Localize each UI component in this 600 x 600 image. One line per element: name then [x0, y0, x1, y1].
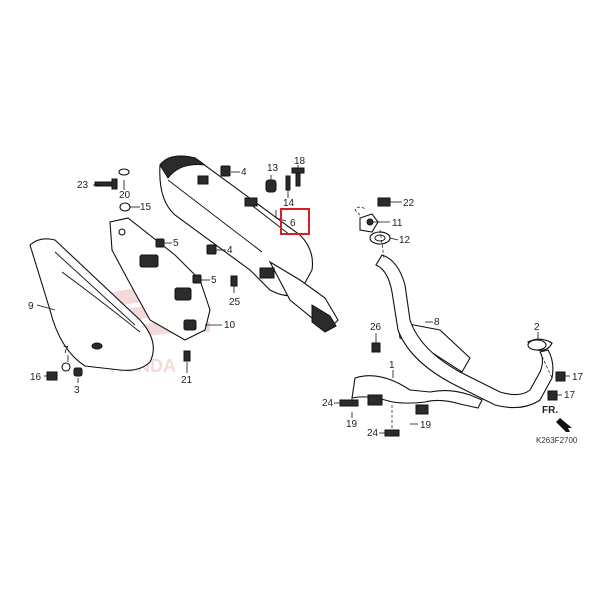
callout-4: 4	[241, 167, 247, 178]
alignment-lines	[351, 206, 553, 430]
washer-7[interactable]	[61, 362, 71, 372]
callout-25: 25	[229, 297, 241, 308]
callout-26: 26	[370, 322, 382, 333]
callout-23: 23	[77, 180, 89, 191]
exhaust-pipe[interactable]	[351, 254, 554, 415]
callout-10: 10	[224, 320, 236, 331]
callout-19a: 19	[346, 419, 358, 430]
callout-15: 15	[140, 202, 152, 213]
callout-22: 22	[403, 198, 415, 209]
callout-16: 16	[30, 372, 42, 383]
bolt-24b[interactable]	[384, 429, 400, 437]
callout-24b: 24	[367, 428, 379, 439]
bolt-16[interactable]	[46, 371, 58, 381]
callout-19b: 19	[420, 420, 432, 431]
callout-17a: 17	[572, 372, 584, 383]
callout-9: 9	[28, 301, 34, 312]
leader-lines	[36, 165, 570, 434]
bolt-21[interactable]	[183, 350, 191, 362]
callout-3: 3	[74, 385, 80, 396]
callout-21: 21	[181, 375, 193, 386]
callout-6: 6	[290, 218, 296, 229]
exhaust-collar[interactable]	[369, 231, 391, 245]
nut-17a[interactable]	[555, 371, 566, 382]
callout-20: 20	[119, 190, 131, 201]
bolt-22[interactable]	[377, 197, 391, 207]
collar-15[interactable]	[119, 202, 131, 212]
gasket-2[interactable]	[527, 339, 547, 351]
callout-4b: 4	[227, 245, 233, 256]
bolt-18[interactable]	[291, 167, 305, 187]
bolt-23[interactable]	[94, 178, 118, 190]
direction-arrow-icon	[556, 418, 572, 432]
callout-5b: 5	[211, 275, 217, 286]
bolt-24a[interactable]	[339, 399, 359, 407]
muffler[interactable]	[159, 155, 339, 333]
callout-12: 12	[399, 235, 411, 246]
bolt-26[interactable]	[371, 342, 381, 353]
nut-17b[interactable]	[547, 390, 558, 401]
callout-18: 18	[294, 156, 306, 167]
front-direction-label: FR.	[542, 405, 558, 416]
heat-shield-cover[interactable]	[29, 238, 154, 371]
callout-14: 14	[283, 198, 295, 209]
callout-17b: 17	[564, 390, 576, 401]
nut-5b[interactable]	[192, 274, 202, 284]
callout-24a: 24	[322, 398, 334, 409]
diagram-code: K263F2700	[536, 436, 578, 445]
nut-4[interactable]	[220, 165, 231, 177]
callout-2: 2	[534, 322, 540, 333]
callout-5: 5	[173, 238, 179, 249]
nut-4b[interactable]	[206, 244, 217, 255]
rubber-13[interactable]	[265, 179, 277, 193]
washer-20[interactable]	[118, 168, 130, 176]
callout-7: 7	[63, 345, 69, 356]
bolt-25[interactable]	[230, 275, 238, 287]
highlight-box	[280, 208, 310, 235]
callouts: 23 20 15 4 13 18 14 6 5 4 5 25 10 21 9 7…	[28, 156, 584, 439]
rubber-3[interactable]	[73, 367, 83, 377]
nut-5[interactable]	[155, 238, 165, 248]
callout-8: 8	[434, 317, 440, 328]
front-direction-indicator: FR.	[542, 405, 572, 432]
callout-1: 1	[389, 360, 395, 371]
callout-13: 13	[267, 163, 279, 174]
callout-11: 11	[392, 218, 403, 229]
joint-gasket[interactable]	[359, 213, 379, 233]
bolt-14[interactable]	[285, 175, 291, 191]
